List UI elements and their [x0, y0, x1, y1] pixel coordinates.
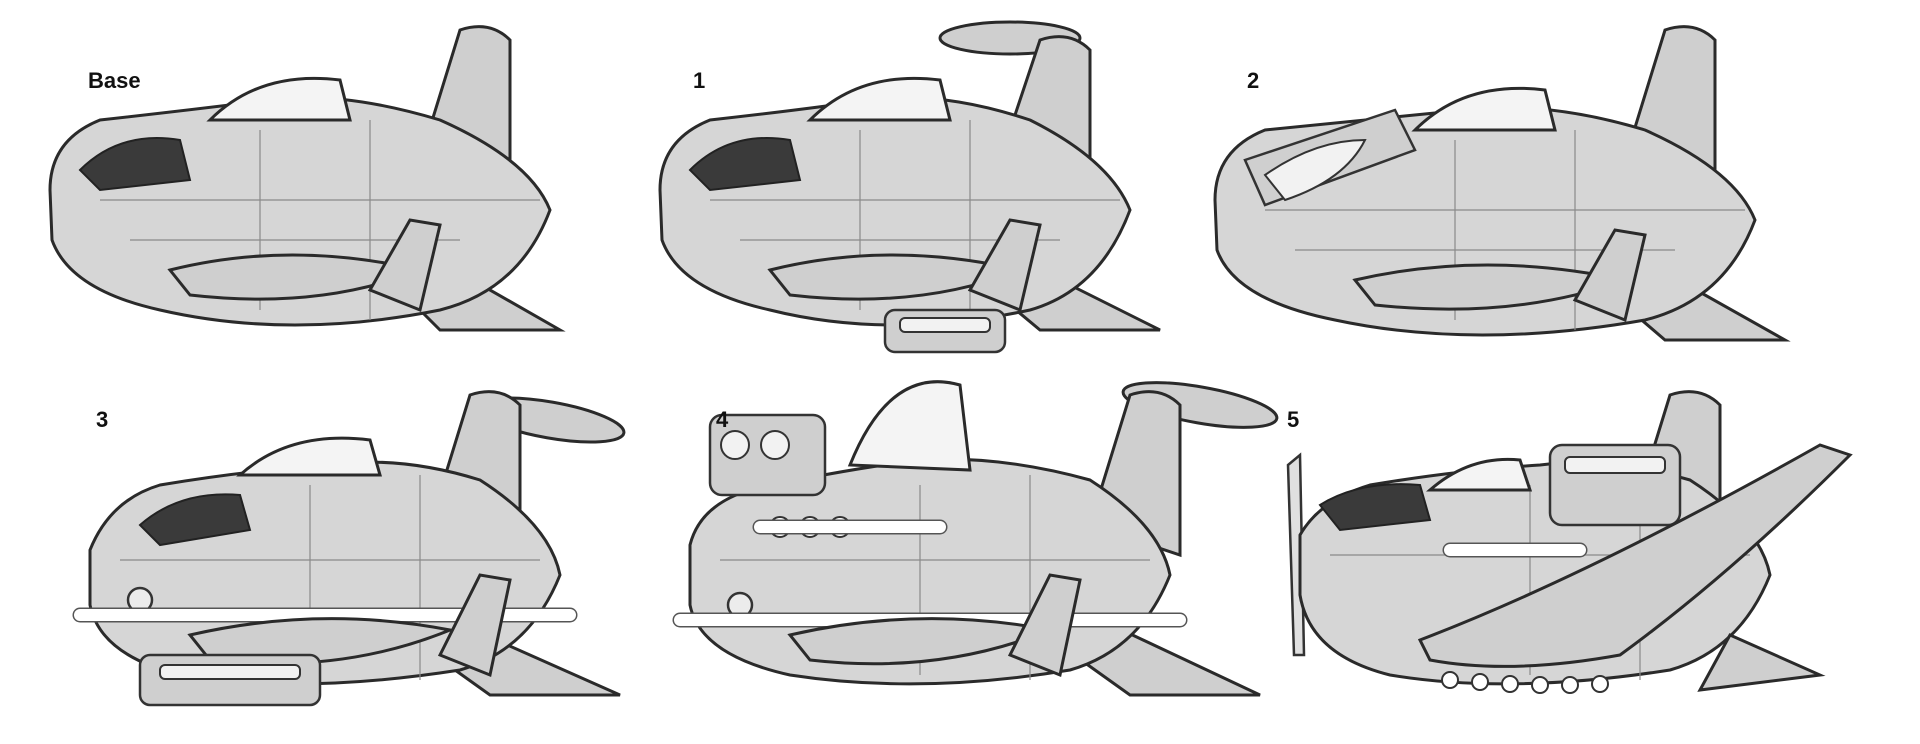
- plane-sketch-2: [1213, 25, 1791, 342]
- panel-1: 1: [658, 10, 1280, 354]
- panel-5: 5: [1260, 375, 1900, 720]
- plane-sketch-base: [48, 25, 566, 332]
- panel-2: 2: [1213, 10, 1895, 350]
- plane-sketch-1: [658, 20, 1161, 354]
- panel-4: 4: [672, 375, 1280, 720]
- panel-label-5: 5: [1287, 407, 1300, 432]
- panel-label-2: 2: [1247, 68, 1260, 93]
- panel-base: Base: [40, 10, 640, 340]
- panel-label-3: 3: [96, 407, 109, 432]
- plane-sketch-4: [672, 380, 1279, 697]
- panel-3: 3: [20, 375, 660, 720]
- panel-label-base: Base: [88, 68, 141, 93]
- panel-label-4: 4: [716, 407, 729, 432]
- plane-sketch-3: [72, 390, 626, 707]
- plane-sketch-5: [1286, 390, 1853, 694]
- panel-label-1: 1: [693, 68, 706, 93]
